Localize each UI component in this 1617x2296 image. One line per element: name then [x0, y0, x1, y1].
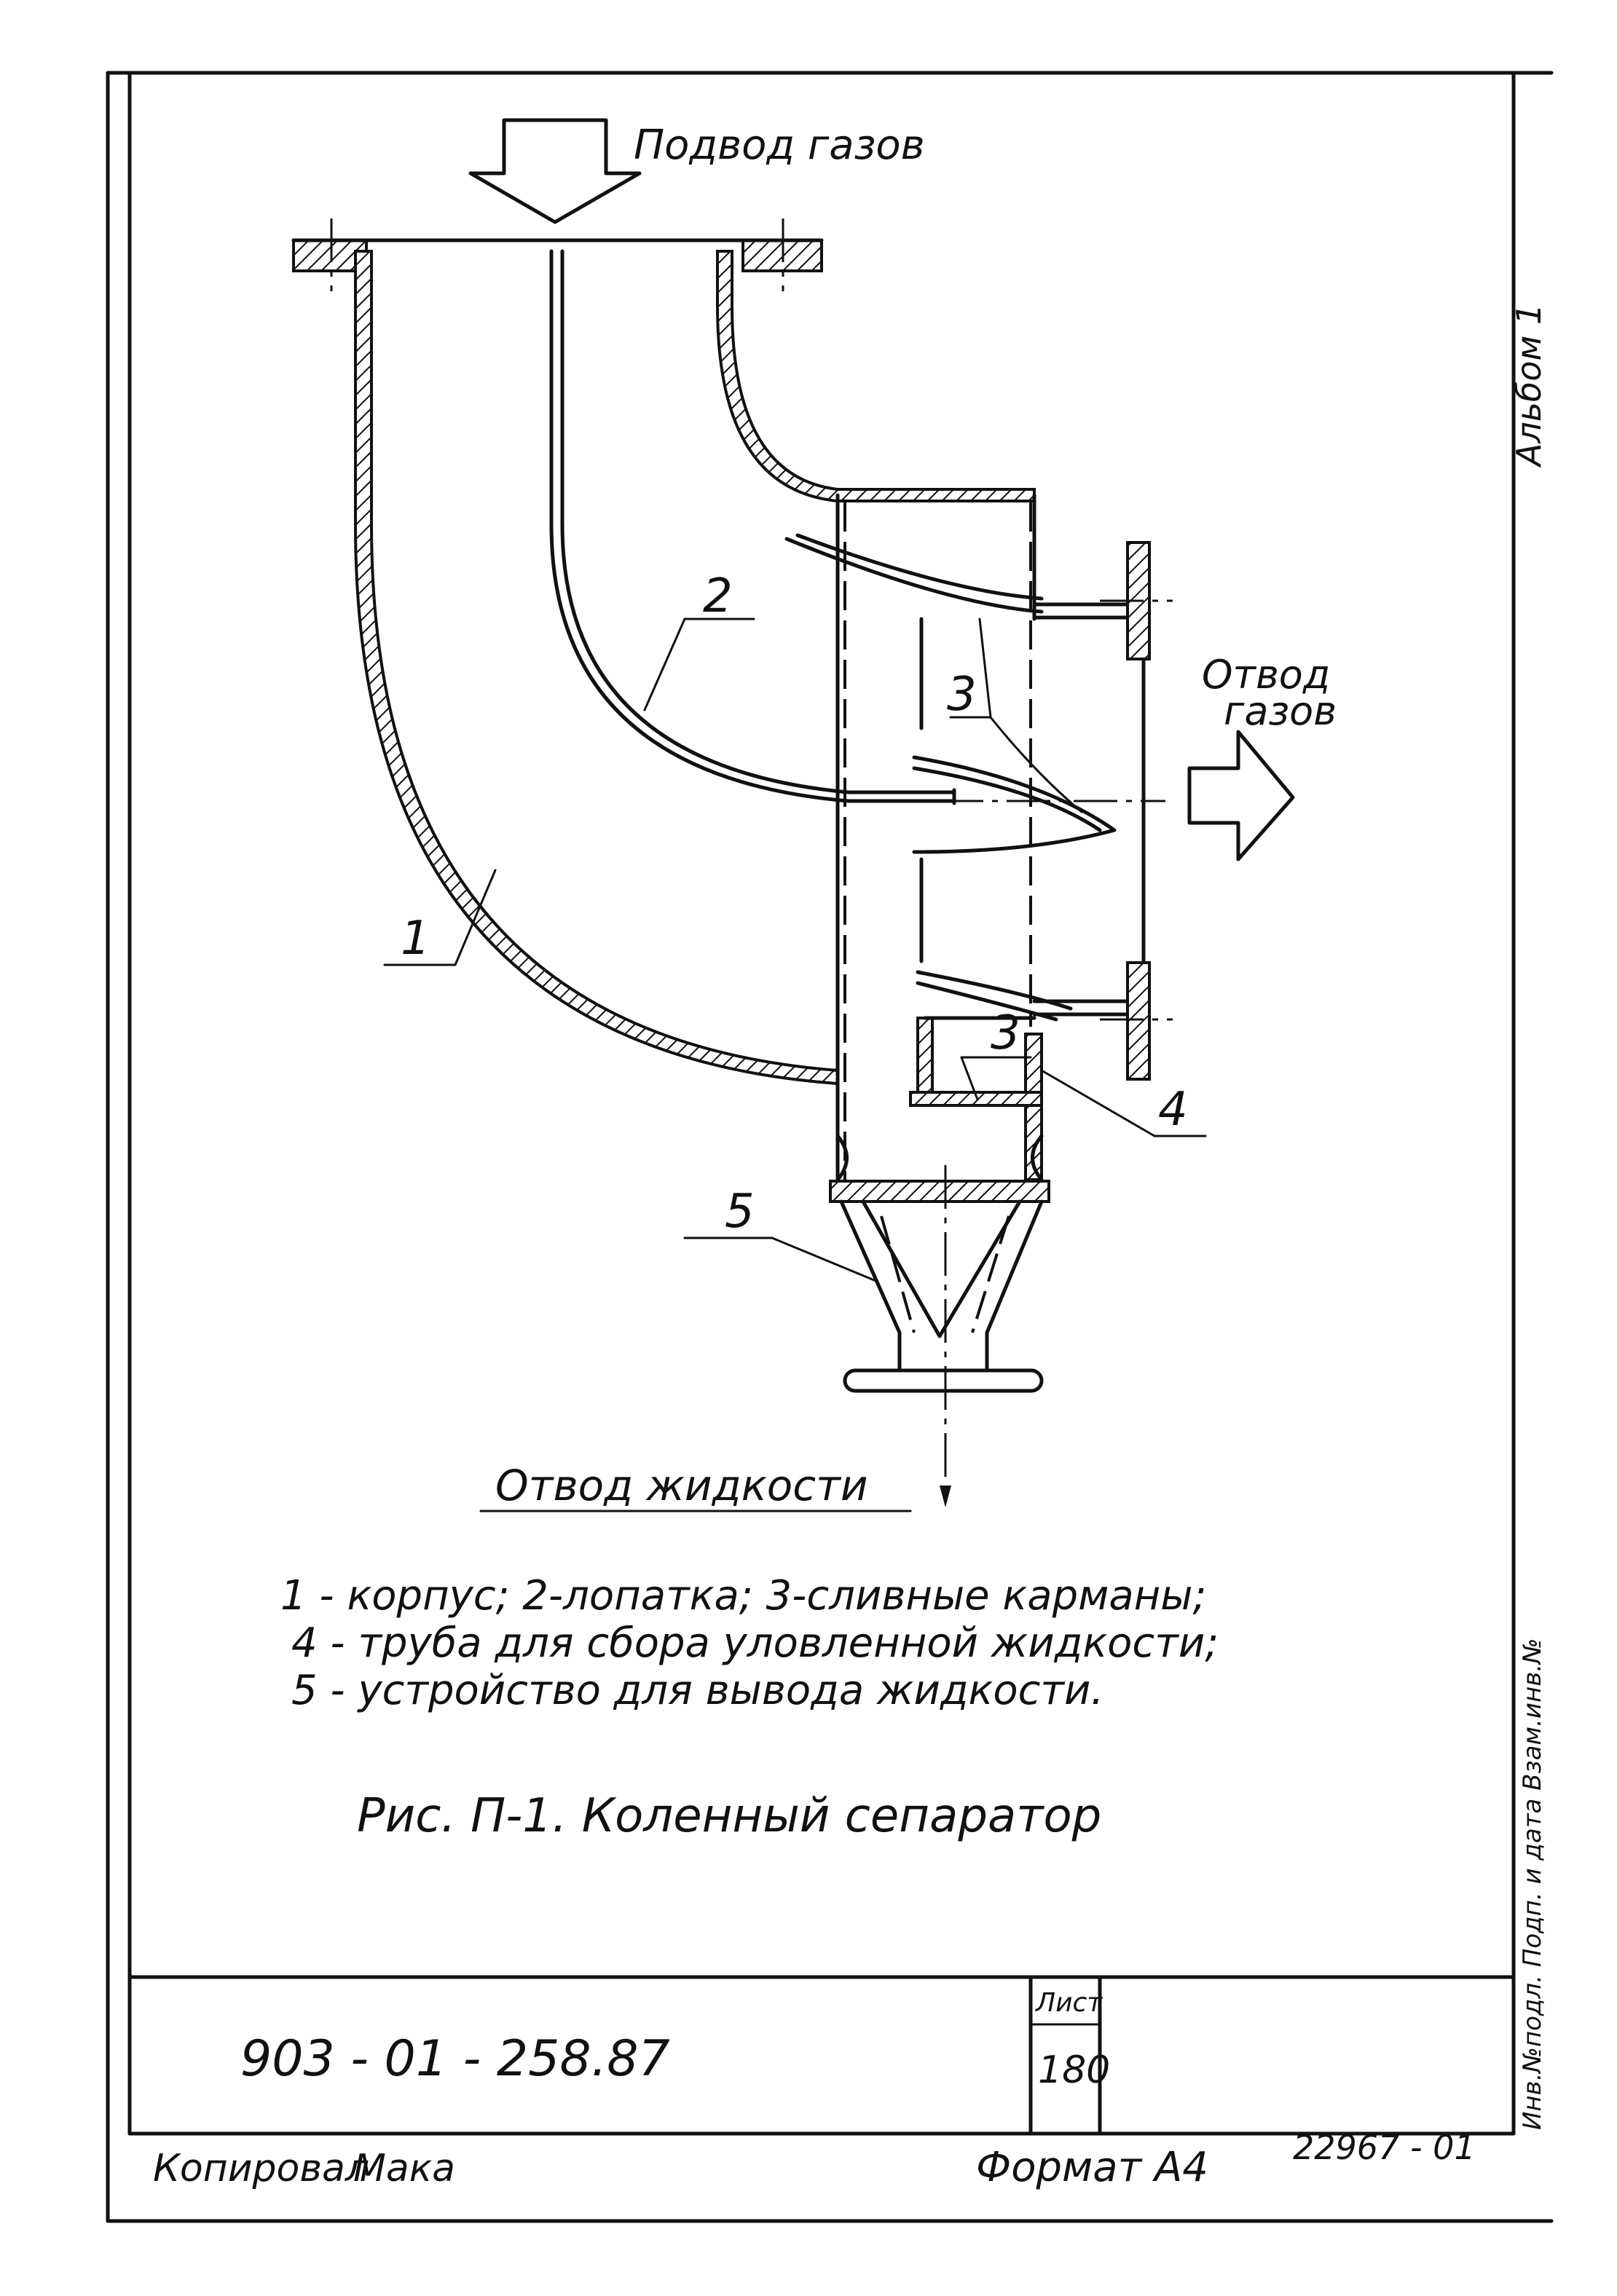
- side-text-stamp-fields: Инв.№подл. Подп. и дата Взам.инв.№: [1518, 1638, 1547, 2130]
- callout-2: 2: [703, 569, 733, 623]
- document-number: 903 - 01 - 258.87: [240, 2030, 670, 2088]
- callout-1: 1: [401, 912, 430, 966]
- outlet-label-line1: Отвод: [1202, 652, 1330, 698]
- liquid-outlet-label: Отвод жидкости: [495, 1461, 868, 1510]
- legend: 1 - корпус; 2-лопатка; 3-сливные карманы…: [280, 1572, 1219, 1714]
- callout-leaders: [383, 618, 1207, 1512]
- inlet-arrow: [468, 118, 642, 224]
- collector-pipe: [829, 493, 1050, 1203]
- elbow-body-inner-wall: [716, 250, 1036, 502]
- sheet-label: Лист: [1034, 1988, 1103, 2018]
- callout-5: 5: [725, 1185, 755, 1239]
- copier-signature: Мака: [353, 2147, 455, 2190]
- figure-caption: Рис. П-1. Коленный сепаратор: [357, 1789, 1101, 1843]
- drawing-labels: Подвод газов Отвод газов Отвод жидкости …: [401, 122, 1337, 1510]
- copied-by-label: Копировал: [153, 2147, 369, 2190]
- outlet-label-line2: газов: [1224, 688, 1337, 734]
- legend-line-2: 4 - труба для сбора уловленной жидкости;: [291, 1620, 1219, 1667]
- outlet-arrow: [1187, 730, 1295, 861]
- inner-blades: [784, 533, 1117, 1022]
- liquid-outlet-device: [839, 1165, 1044, 1507]
- side-text-album: Альбом 1: [1509, 304, 1549, 468]
- order-number: 22967 - 01: [1293, 2128, 1476, 2167]
- inlet-label: Подвод газов: [634, 122, 925, 169]
- sheet-number-cell: [1028, 1975, 1102, 2136]
- sheet-frame: [106, 71, 1554, 2223]
- sheet-number: 180: [1038, 2048, 1110, 2092]
- drain-pockets: [909, 1016, 1043, 1107]
- guide-vane: [549, 249, 956, 805]
- gas-outlet-box: [940, 541, 1173, 1081]
- legend-line-1: 1 - корпус; 2-лопатка; 3-сливные карманы…: [280, 1572, 1206, 1620]
- callout-3-upper: 3: [947, 668, 977, 722]
- callout-4: 4: [1158, 1083, 1188, 1137]
- callout-3-lower: 3: [991, 1006, 1020, 1060]
- format-label: Формат А4: [976, 2144, 1208, 2191]
- legend-line-3: 5 - устройство для вывода жидкости.: [291, 1667, 1103, 1714]
